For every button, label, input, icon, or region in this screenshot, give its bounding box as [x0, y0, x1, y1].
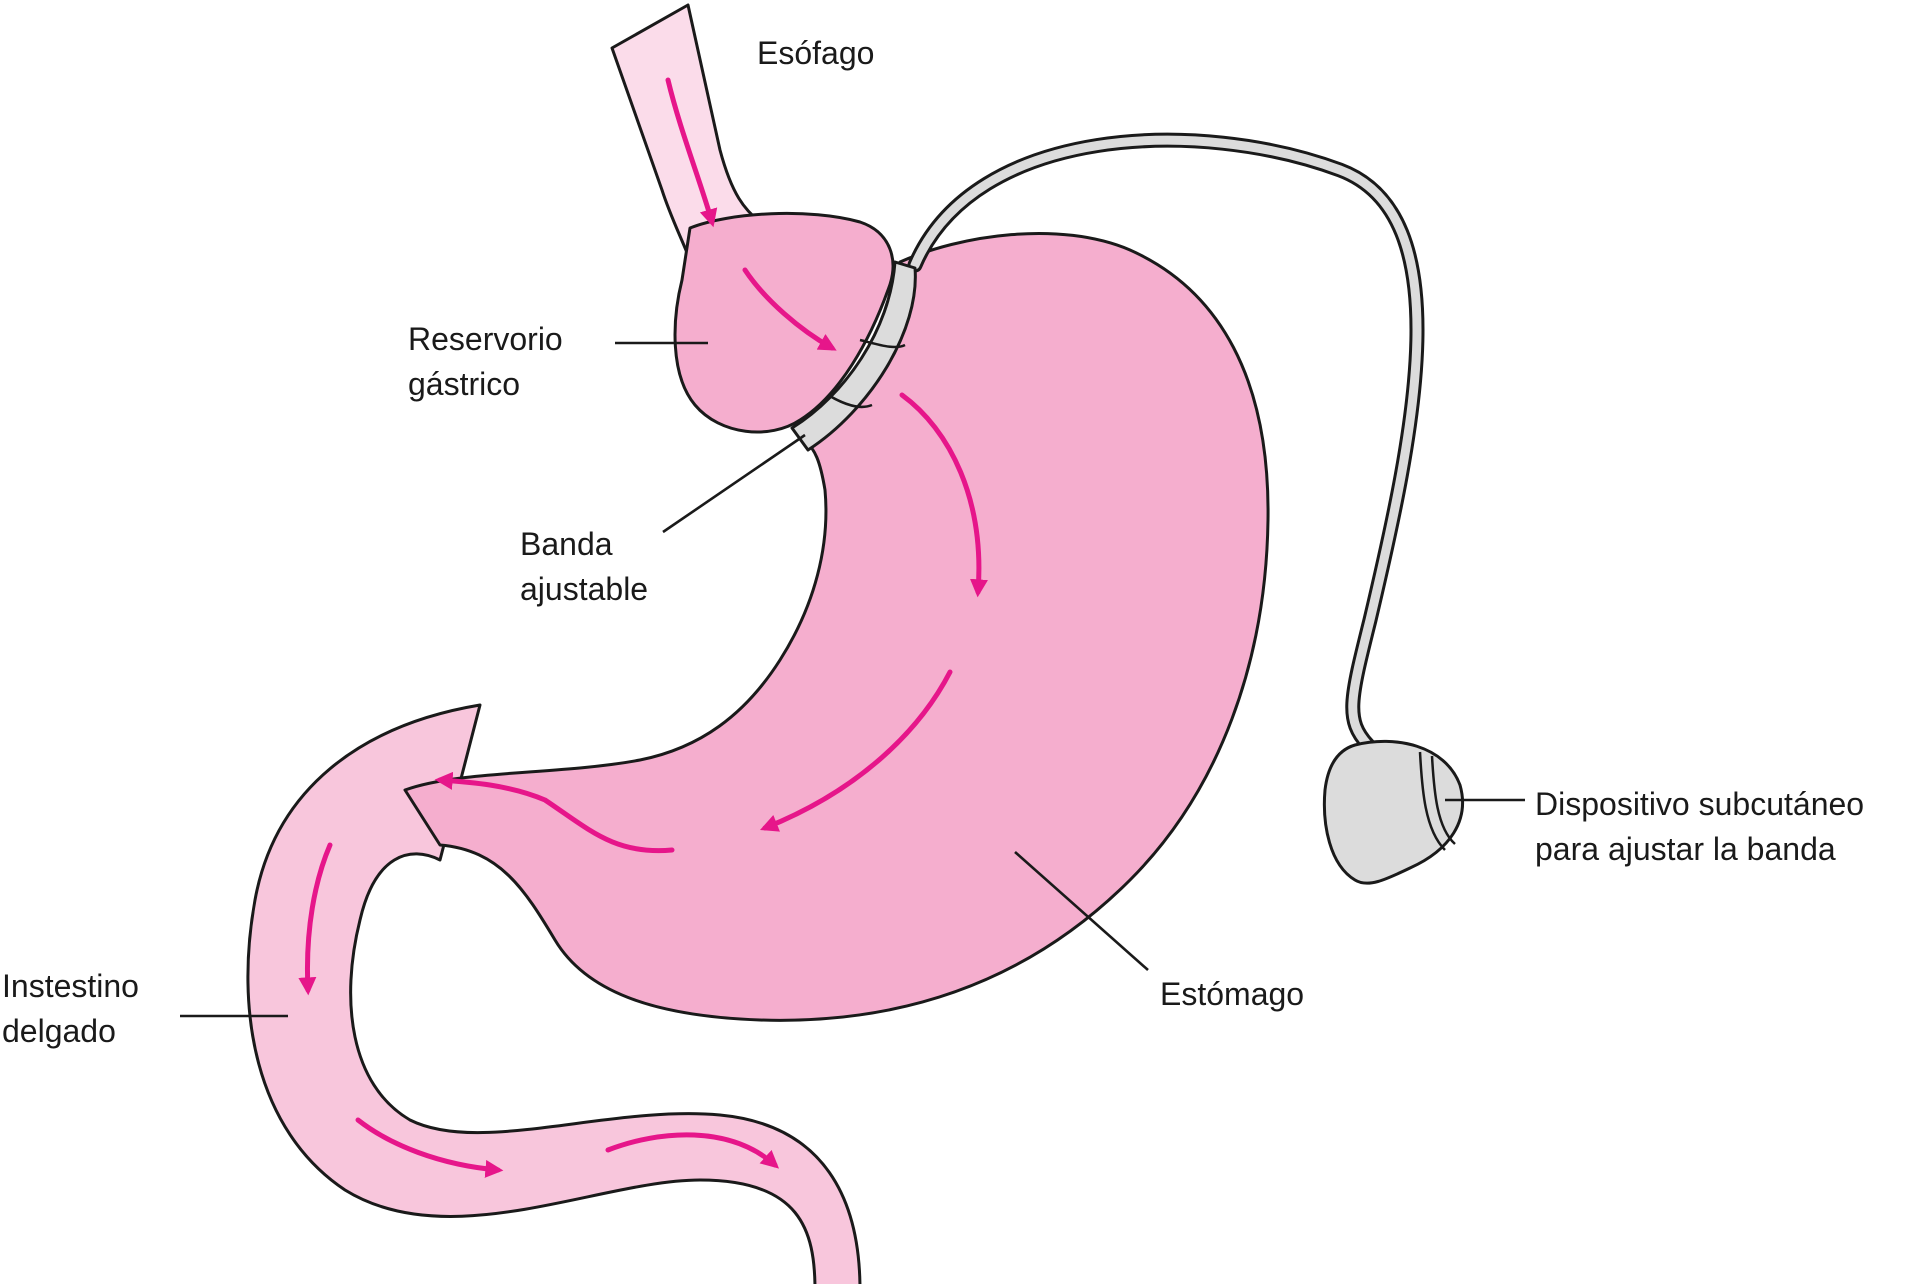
flow-arrow-antrum: [434, 771, 675, 854]
label-adjustable-band-line1: Banda: [520, 526, 613, 562]
adjustable-band: [790, 260, 917, 452]
stomach: [403, 231, 1270, 1022]
label-small-intestine-line1: Instestino: [2, 968, 139, 1004]
flow-arrow-esophagus: [665, 77, 718, 228]
label-adjustable-band-line2: ajustable: [520, 571, 648, 607]
label-subcutaneous-device: Dispositivo subcutáneo para ajustar la b…: [1535, 786, 1873, 867]
flow-arrow-intestine-right-1: [355, 1117, 504, 1178]
label-esophagus: Esófago: [757, 35, 874, 71]
label-small-intestine-line2: delgado: [2, 1013, 116, 1049]
flow-arrow-intestine-down: [298, 842, 333, 996]
gastric-pouch: [673, 211, 895, 434]
band-detail-1: [859, 338, 906, 349]
leader-stomach: [1014, 851, 1149, 971]
label-subcutaneous-device-line1: Dispositivo subcutáneo: [1535, 786, 1864, 822]
port-ring-1: [1418, 751, 1446, 851]
tubing-inner: [910, 135, 1422, 750]
leader-band: [662, 433, 806, 534]
label-small-intestine: Instestino delgado: [2, 968, 148, 1049]
subcutaneous-port: [1322, 739, 1465, 885]
flow-arrow-intestine-right-2: [605, 1132, 780, 1169]
band-detail-2: [827, 393, 873, 409]
flow-arrow-pouch: [742, 267, 837, 351]
label-stomach: Estómago: [1160, 976, 1304, 1012]
flow-arrow-stomach-lower: [759, 669, 953, 832]
label-gastric-pouch-line1: Reservorio: [408, 321, 563, 357]
label-subcutaneous-device-line2: para ajustar la banda: [1535, 831, 1836, 867]
label-adjustable-band: Banda ajustable: [520, 526, 648, 607]
port-ring-2: [1430, 755, 1456, 845]
label-gastric-pouch: Reservorio gástrico: [408, 321, 572, 402]
small-intestine: [246, 703, 862, 1284]
label-gastric-pouch-line2: gástrico: [408, 366, 520, 402]
flow-arrow-stomach-upper: [899, 392, 988, 598]
